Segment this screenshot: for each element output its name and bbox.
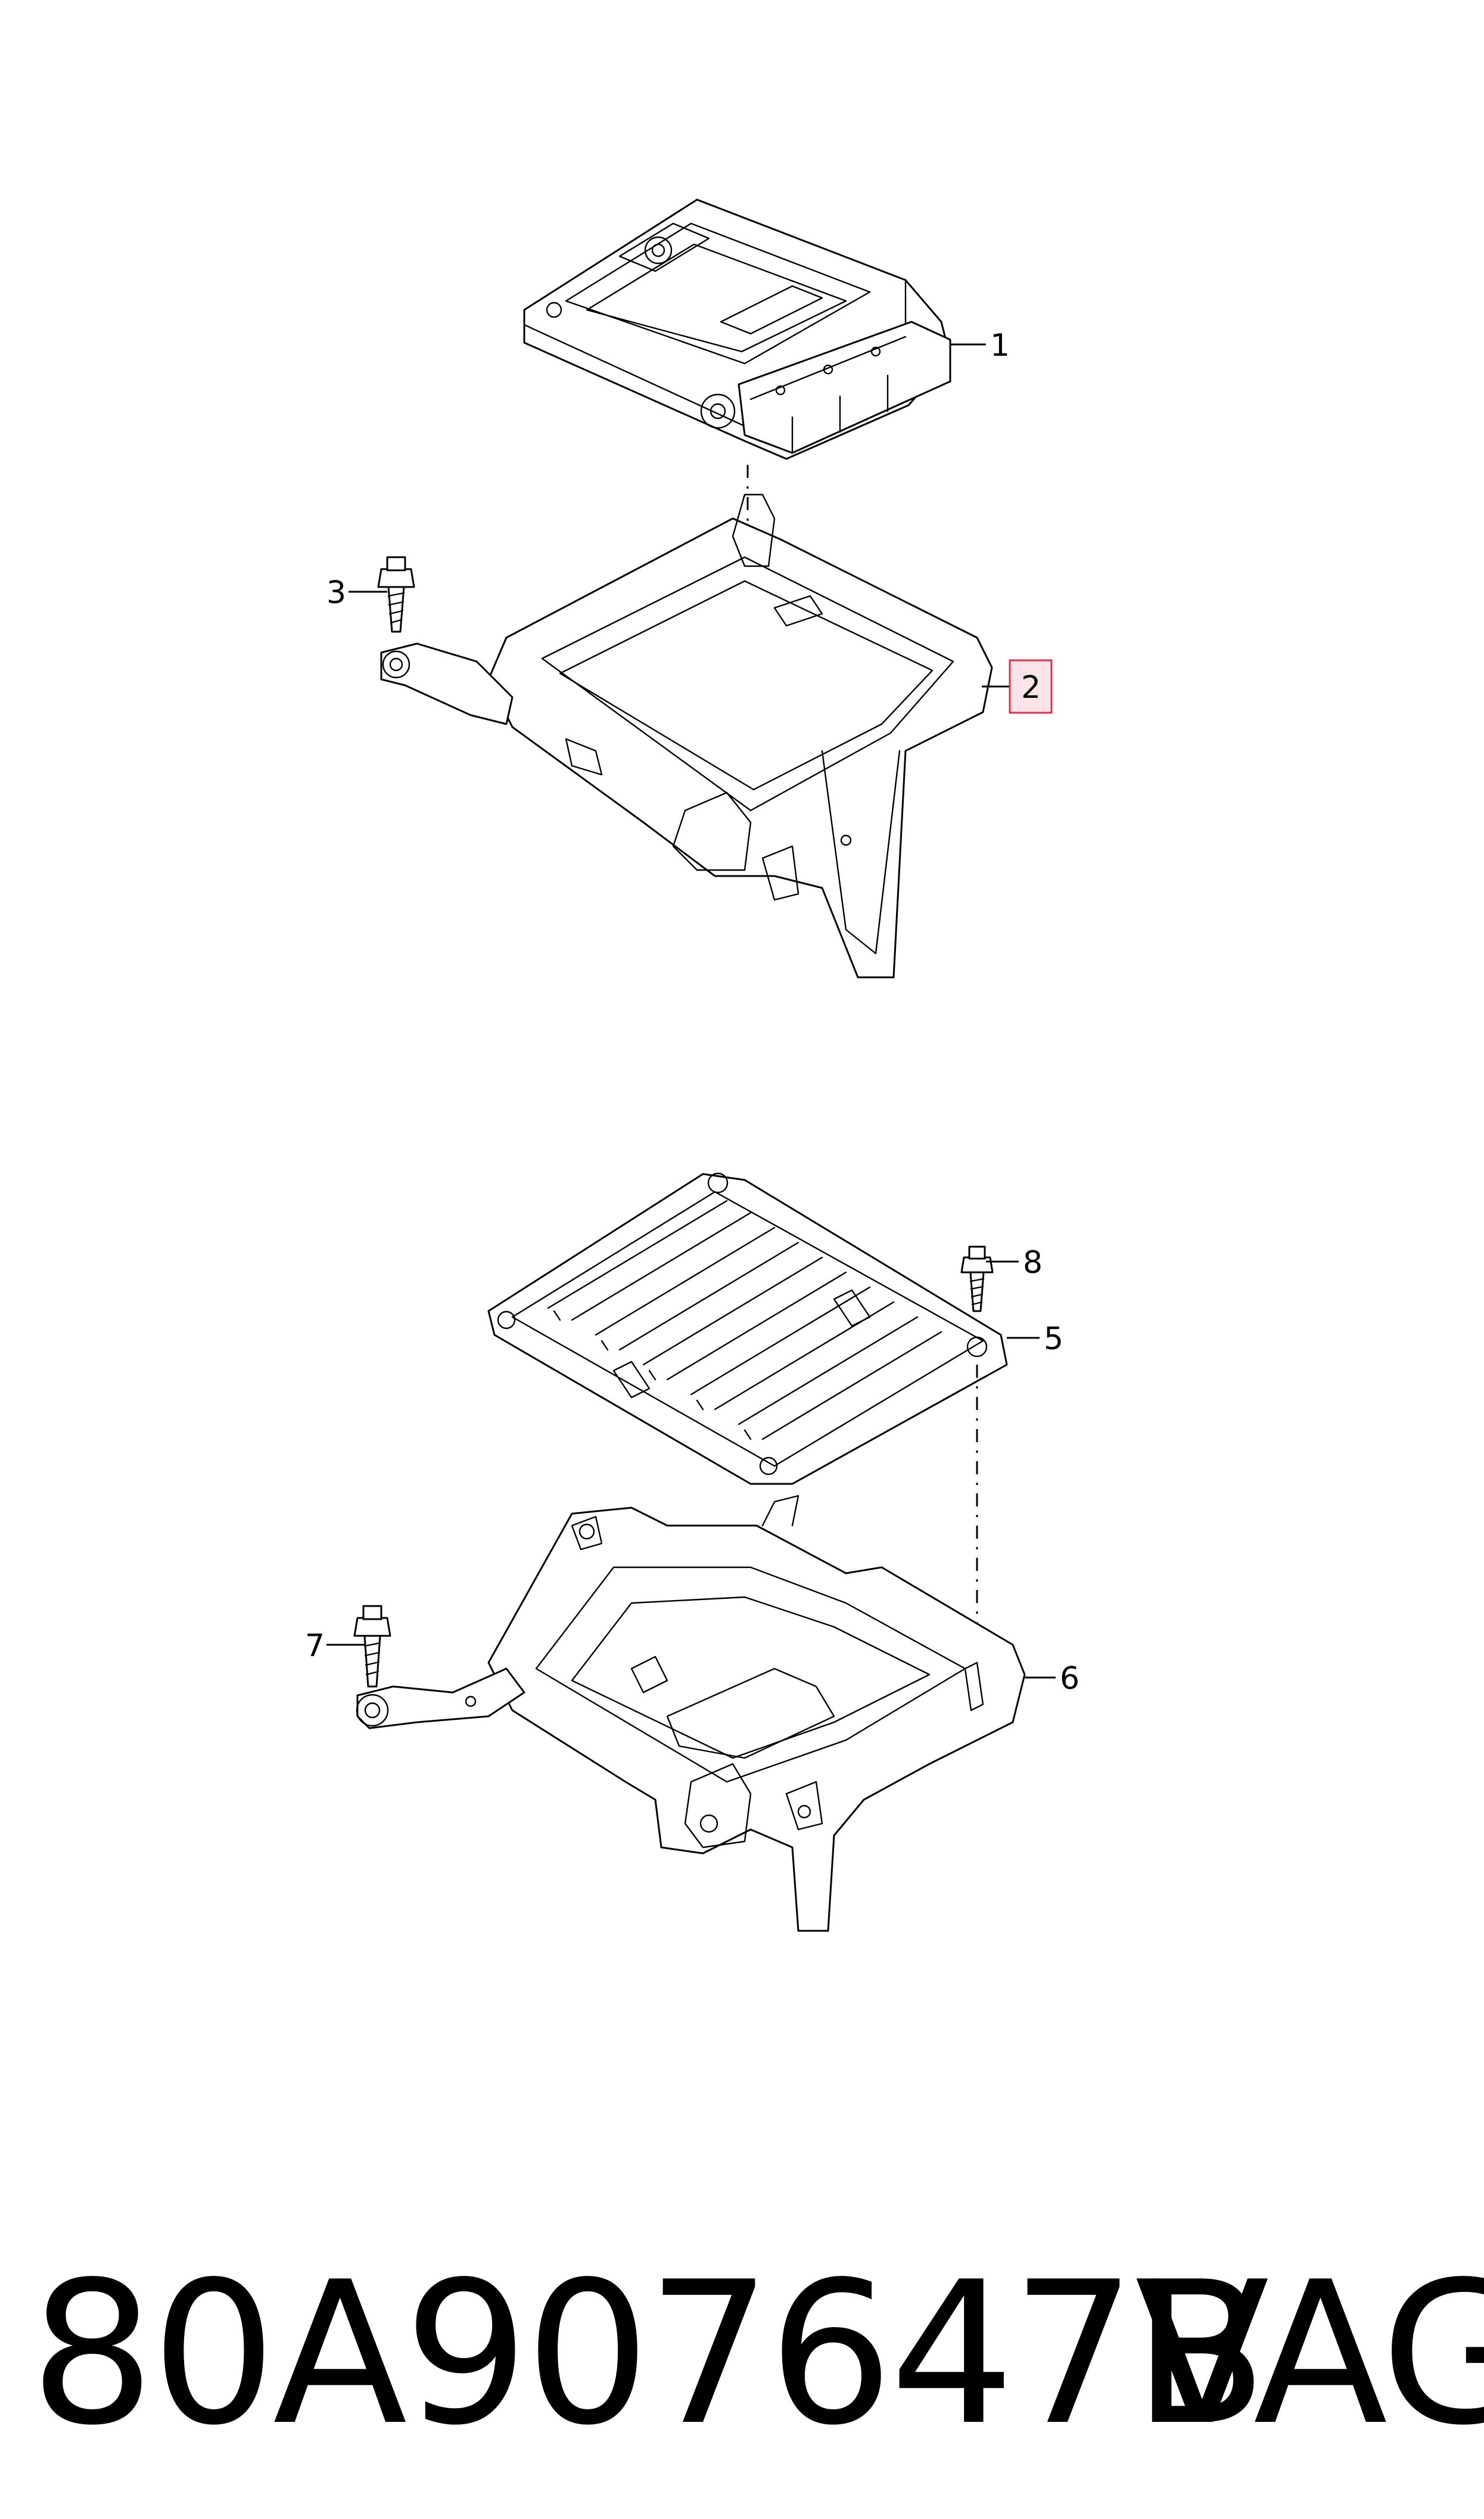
callout-2: 2 <box>1021 670 1041 706</box>
screw-7 <box>353 1605 391 1688</box>
parts-diagram: 1 2 3 5 6 7 8 <box>305 198 1079 1932</box>
footer-caption: 80A907647B VAG <box>30 2229 1484 2479</box>
callout-7: 7 <box>305 1628 325 1664</box>
callout-8: 8 <box>1023 1245 1043 1281</box>
control-unit-1 <box>523 198 951 460</box>
part-number: 80A907647B <box>30 2240 1268 2468</box>
cover-plate-5 <box>487 1172 1008 1485</box>
screw-3 <box>377 556 415 633</box>
callout-5: 5 <box>1044 1321 1063 1357</box>
callout-6: 6 <box>1060 1661 1079 1697</box>
bracket-tray-6 <box>356 1495 1026 1932</box>
callout-1: 1 <box>990 328 1010 364</box>
callout-3: 3 <box>326 575 346 611</box>
callout-2-highlight <box>1009 659 1053 714</box>
screw-8 <box>960 1245 994 1312</box>
brand-name: VAG <box>1135 2240 1484 2468</box>
bracket-2 <box>380 493 993 979</box>
